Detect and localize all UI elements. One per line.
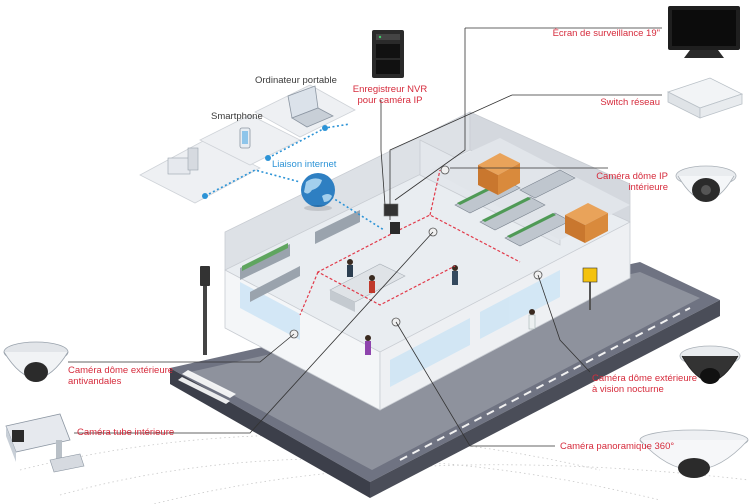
building — [200, 111, 631, 411]
label-dome-ip-line2: intérieure — [628, 182, 668, 193]
switch-device — [666, 77, 744, 119]
label-ecran-surveillance: Écran de surveillance 19" — [552, 28, 660, 39]
label-dome-ip-line1: Caméra dôme IP — [596, 171, 668, 182]
dome-night-camera — [679, 345, 741, 384]
label-tube-camera: Caméra tube intérieure — [77, 427, 175, 438]
label-ordinateur-portable: Ordinateur portable — [255, 75, 337, 86]
label-switch-reseau: Switch réseau — [600, 97, 660, 108]
label-nocturne-line1: Caméra dôme extérieure — [592, 373, 698, 384]
label-smartphone: Smartphone — [211, 111, 263, 122]
label-panoramique: Caméra panoramique 360° — [560, 441, 675, 452]
street-light — [200, 266, 210, 355]
network-cabling — [299, 169, 521, 316]
nvr-device — [372, 30, 404, 78]
globe-icon — [301, 173, 335, 211]
label-nvr-line1: Enregistreur NVR — [352, 84, 428, 95]
label-liaison-internet: Liaison internet — [272, 159, 337, 170]
dome-vandal-camera — [3, 341, 69, 382]
bus-stop-sign — [582, 267, 598, 310]
label-dome-vandal-line1: Caméra dôme extérieure — [68, 365, 174, 376]
storage-boxes — [478, 153, 608, 243]
dome-ip-camera — [675, 165, 737, 202]
remote-devices — [139, 84, 385, 231]
people — [347, 259, 536, 355]
tube-camera — [5, 413, 85, 473]
leader-lines — [68, 27, 662, 447]
label-nocturne-line2: à vision nocturne — [592, 384, 664, 395]
label-nvr-line2: pour caméra IP — [357, 95, 423, 106]
panoramic-camera — [639, 429, 749, 478]
label-dome-vandal-line2: antivandales — [68, 376, 122, 387]
monitor-device — [668, 6, 740, 58]
